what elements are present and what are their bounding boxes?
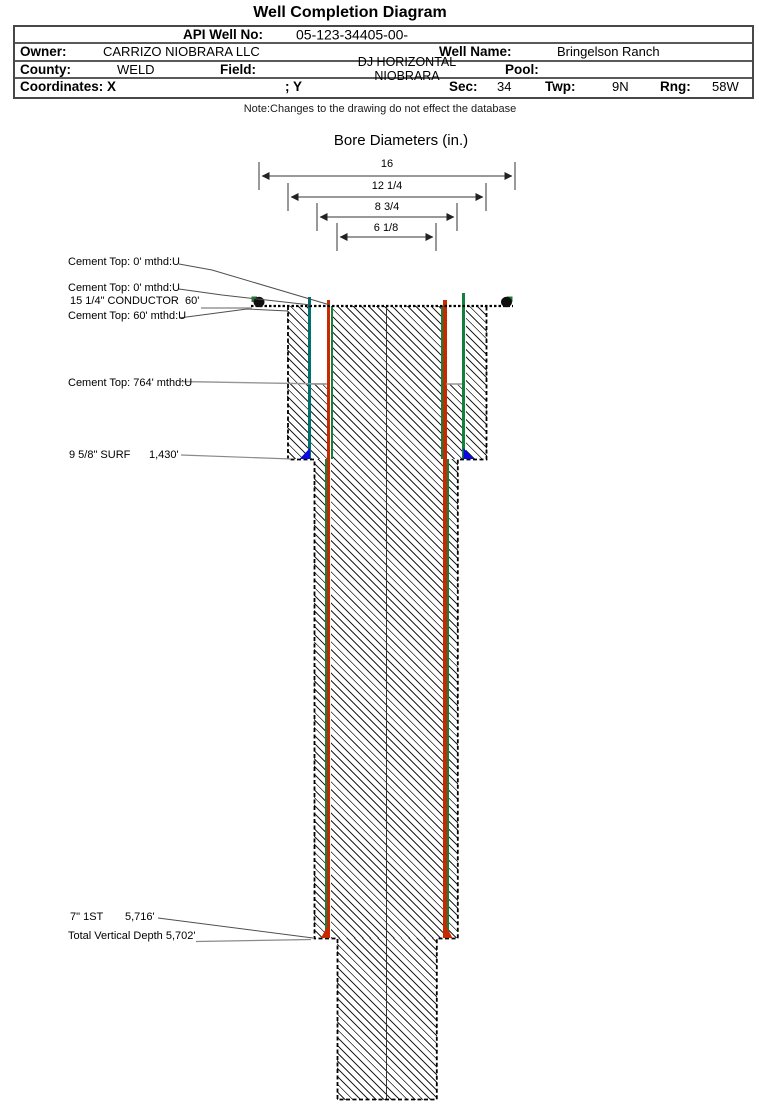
bore-dimension-16 <box>258 162 516 190</box>
bore-dim-label-12-1-4: 12 1/4 <box>371 180 403 192</box>
mid-left-cement-band <box>314 459 325 938</box>
wellbore-centerline <box>386 306 387 1099</box>
conductor-label: 15 1/4" CONDUCTOR 60' <box>70 295 200 307</box>
bottom-open-hole-column <box>337 938 437 1100</box>
cement-line-right-upper <box>440 306 443 459</box>
surface-casing-shoe-left <box>299 448 310 459</box>
rng-label: Rng: <box>660 79 691 95</box>
cement-top-764-label: Cement Top: 764' mthd:U <box>68 377 193 389</box>
owner-label: Owner: <box>20 44 67 60</box>
production-casing-shoe-left <box>321 921 330 938</box>
leader-cement-top-0b <box>178 288 312 306</box>
center-column-hatch <box>331 306 443 938</box>
surf-casing-label: 9 5/8" SURF <box>69 449 131 461</box>
well-header-table: API Well No: 05-123-34405-00- Owner: CAR… <box>13 25 754 99</box>
first-casing-depth: 5,716' <box>125 911 155 923</box>
cement-line-left-upper <box>330 306 333 459</box>
bore-dim-label-8-3-4: 8 3/4 <box>374 201 400 213</box>
field-value-line1: DJ HORIZONTAL <box>357 55 457 69</box>
cement-top-0a-label: Cement Top: 0' mthd:U <box>68 256 180 268</box>
leader-cement-top-764 <box>179 380 327 385</box>
bore-dimension-12-1-4 <box>287 183 487 211</box>
field-value-line2: NIOBRARA <box>374 68 440 83</box>
coordinates-y-label: ; Y <box>285 79 303 95</box>
bore-dimension-6-1-8 <box>336 223 437 251</box>
cement-top-0b-label: Cement Top: 0' mthd:U <box>68 282 180 294</box>
well-name-value: Bringelson Ranch <box>557 44 660 60</box>
surf-casing-depth: 1,430' <box>149 449 179 461</box>
header-row-coordinates: Coordinates: X ; Y Sec: 34 Twp: 9N Rng: … <box>15 77 752 95</box>
leader-cement-top-0a <box>178 263 331 306</box>
upper-left-cement-band <box>287 306 308 459</box>
pool-label: Pool: <box>505 61 539 77</box>
header-row-api: API Well No: 05-123-34405-00- <box>15 26 752 43</box>
county-value: WELD <box>117 61 155 77</box>
right-annulus-cement-below-764 <box>446 384 462 459</box>
cement-top-60-label: Cement Top: 60' mthd:U <box>68 310 187 322</box>
twp-label: Twp: <box>545 79 576 95</box>
api-well-no-value: 05-123-34405-00- <box>296 26 409 43</box>
production-casing-line-left <box>326 300 330 938</box>
owner-value: CARRIZO NIOBRARA LLC <box>103 44 260 60</box>
production-casing-shoe-right <box>443 921 453 938</box>
header-row-owner: Owner: CARRIZO NIOBRARA LLC Well Name: B… <box>15 42 752 60</box>
page-title: Well Completion Diagram <box>253 4 447 21</box>
county-label: County: <box>20 61 71 77</box>
first-casing-label: 7" 1ST <box>70 911 104 923</box>
left-annulus-cement-below-764 <box>311 384 327 459</box>
rng-value: 58W <box>712 79 739 95</box>
bore-dimension-8-3-4 <box>316 203 458 231</box>
total-vertical-depth-label: Total Vertical Depth 5,702' <box>68 930 196 942</box>
borehole-outline <box>287 306 488 1101</box>
surface-casing-shoe-right <box>463 448 474 459</box>
upper-right-cement-band <box>466 306 487 459</box>
mid-right-cement-band <box>448 459 458 938</box>
leader-tvd <box>195 938 312 943</box>
cement-line-right-lower <box>446 459 449 938</box>
twp-value: 9N <box>612 79 629 95</box>
leader-first-shoe <box>157 917 314 939</box>
coordinates-label: Coordinates: X <box>20 79 117 95</box>
bore-dim-label-16: 16 <box>380 158 394 170</box>
bore-diameters-title: Bore Diameters (in.) <box>333 132 469 149</box>
well-name-label: Well Name: <box>439 44 512 60</box>
leader-surf-shoe <box>180 454 292 460</box>
api-well-no-label: API Well No: <box>183 26 264 42</box>
production-casing-line-right <box>443 300 447 938</box>
surface-casing-line-right <box>462 293 465 459</box>
sec-label: Sec: <box>449 79 478 95</box>
field-label: Field: <box>220 61 256 77</box>
cement-line-left-lower <box>324 459 327 938</box>
sec-value: 34 <box>497 79 512 95</box>
surface-casing-line-left <box>308 297 311 459</box>
wellhead-symbol-right <box>501 296 513 308</box>
bore-dim-label-6-1-8: 6 1/8 <box>373 222 399 234</box>
leader-cement-top-60 <box>178 308 289 319</box>
database-note: Note:Changes to the drawing do not effec… <box>243 103 517 115</box>
header-row-county: County: WELD Field: Pool: <box>15 60 752 77</box>
